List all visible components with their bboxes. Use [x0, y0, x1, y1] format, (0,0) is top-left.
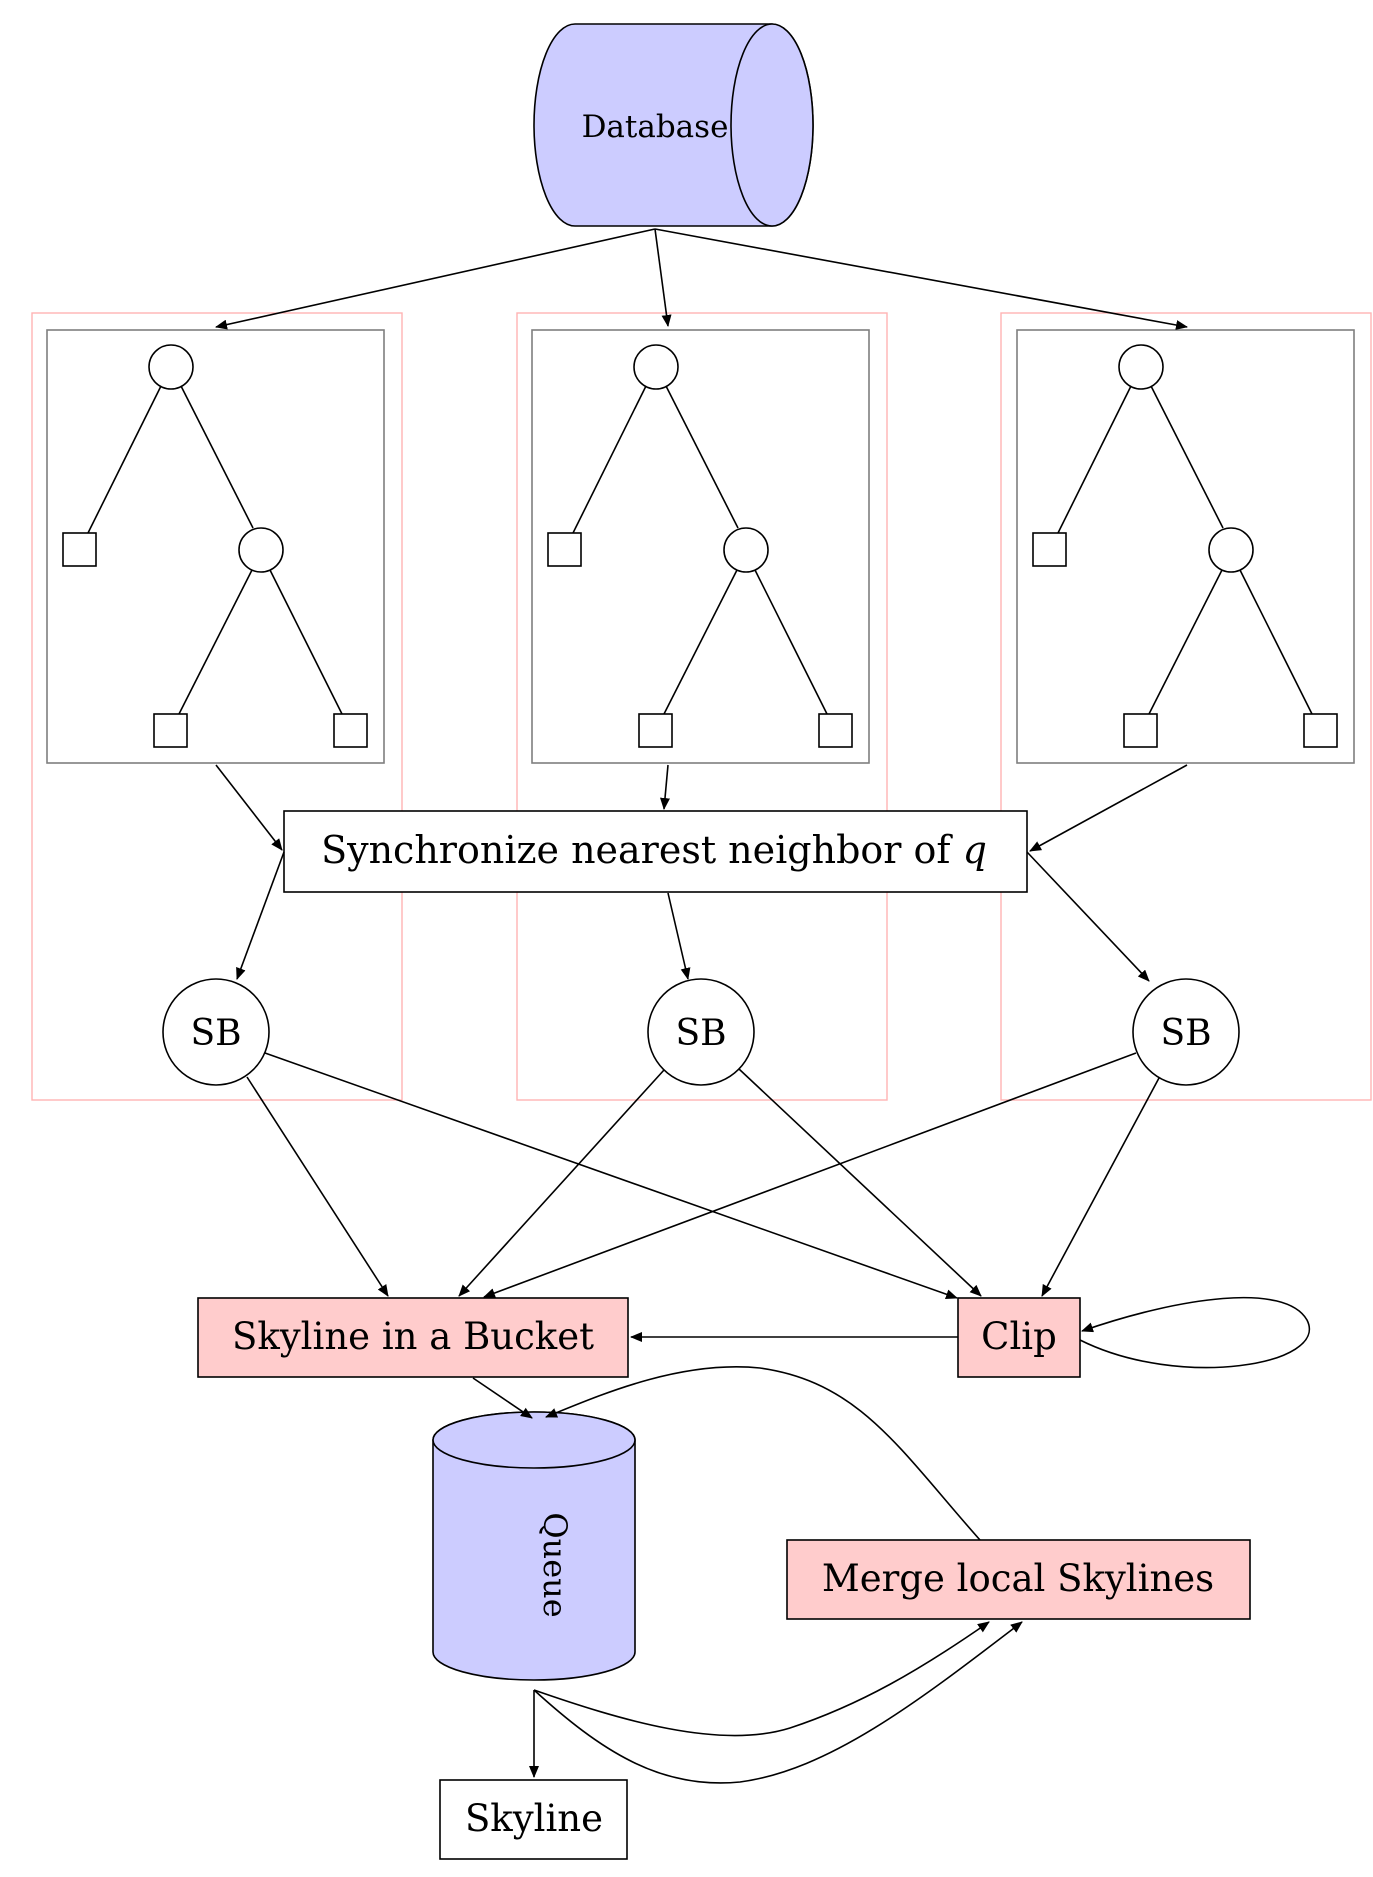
sb-label: SB — [675, 1013, 726, 1054]
edge-sb-2-to-clip — [738, 1068, 982, 1297]
tree-frame-2 — [531, 329, 870, 764]
skyline-bucket-label: Skyline in a Bucket — [232, 1315, 594, 1358]
edge-partition-1-to-sync — [215, 764, 283, 851]
tree-frames — [46, 329, 1355, 764]
index-tree-3 — [1032, 344, 1338, 748]
synchronize-node: Synchronize nearest neighbor of q — [283, 810, 1028, 893]
edge-partition-3-to-sync — [1029, 764, 1188, 852]
tree-leaf-square — [1303, 713, 1338, 748]
tree-leaf-square — [818, 713, 853, 748]
edge-bucket-to-queue — [472, 1377, 533, 1419]
partition-frame-3 — [1000, 312, 1372, 1101]
sb-circle — [647, 978, 755, 1086]
skyline-output-box — [439, 1779, 628, 1860]
clip-label: Clip — [981, 1315, 1057, 1358]
tree-leaf-square — [153, 713, 188, 748]
sb-label: SB — [190, 1013, 241, 1054]
edge-sync-to-sb-2 — [667, 892, 691, 980]
sb-node-2: SB — [647, 978, 755, 1086]
sb-node-3: SB — [1132, 978, 1240, 1086]
synchronize-box — [283, 810, 1028, 893]
sb-circle — [1132, 978, 1240, 1086]
tree-node-circle — [723, 527, 769, 573]
synchronize-label: Synchronize nearest neighbor of q — [321, 828, 987, 872]
tree-frame-3 — [1016, 329, 1355, 764]
edge-database-to-partition-2 — [654, 228, 672, 327]
edge-database-to-partition-3 — [654, 228, 1188, 330]
partition-frames — [31, 312, 1372, 1101]
tree-leaf-square — [62, 532, 97, 567]
tree-leaf-square — [547, 532, 582, 567]
queue-label: Queue — [536, 1512, 574, 1617]
tree-frame-1 — [46, 329, 385, 764]
queue-cylinder-cap — [432, 1411, 636, 1469]
merge-node: Merge local Skylines — [786, 1539, 1251, 1620]
edge-sync-to-sb-1 — [236, 851, 285, 980]
skyline-bucket-node: Skyline in a Bucket — [197, 1297, 629, 1378]
edge-partition-2-to-sync — [660, 764, 670, 810]
sb-circle — [162, 978, 270, 1086]
partition-frame-2 — [516, 312, 888, 1101]
tree-node-circle — [1208, 527, 1254, 573]
tree-node-circle — [238, 527, 284, 573]
edge-queue-to-merge-a — [533, 1621, 990, 1737]
edge-merge-to-queue — [545, 1366, 981, 1541]
tree-node-circle — [1118, 344, 1164, 390]
edges — [215, 228, 1311, 1784]
edge-clip-self-loop — [1079, 1296, 1311, 1369]
partition-frame-1 — [31, 312, 403, 1101]
index-tree-2 — [547, 344, 853, 748]
edge-sb-1-to-clip — [264, 1052, 958, 1300]
edge-sb-3-to-bucket — [483, 1052, 1137, 1298]
edge-sync-to-sb-3 — [1026, 851, 1150, 982]
edge-sb-2-to-bucket — [458, 1069, 665, 1297]
merge-box — [786, 1539, 1251, 1620]
tree-node-circle — [148, 344, 194, 390]
database-cylinder-cap — [730, 23, 814, 227]
skyline-output-node: Skyline — [439, 1779, 628, 1860]
database-node: Database — [533, 23, 814, 227]
edge-sb-3-to-clip — [1041, 1077, 1160, 1297]
queue-node: Queue — [432, 1411, 636, 1681]
tree-leaf-square — [333, 713, 368, 748]
skyline-bucket-box — [197, 1297, 629, 1378]
tree-leaf-square — [1123, 713, 1158, 748]
tree-leaf-square — [638, 713, 673, 748]
edge-sb-1-to-bucket — [246, 1076, 389, 1297]
tree-node-circle — [633, 344, 679, 390]
tree-leaf-square — [1032, 532, 1067, 567]
sb-node-1: SB — [162, 978, 270, 1086]
index-tree-1 — [62, 344, 368, 748]
edge-database-to-partition-1 — [215, 228, 656, 330]
merge-label: Merge local Skylines — [822, 1557, 1214, 1600]
clip-node: Clip — [957, 1297, 1081, 1378]
edge-queue-to-merge-b — [533, 1621, 1023, 1784]
sb-label: SB — [1160, 1013, 1211, 1054]
skyline-output-label: Skyline — [465, 1797, 603, 1840]
database-label: Database — [582, 109, 729, 145]
